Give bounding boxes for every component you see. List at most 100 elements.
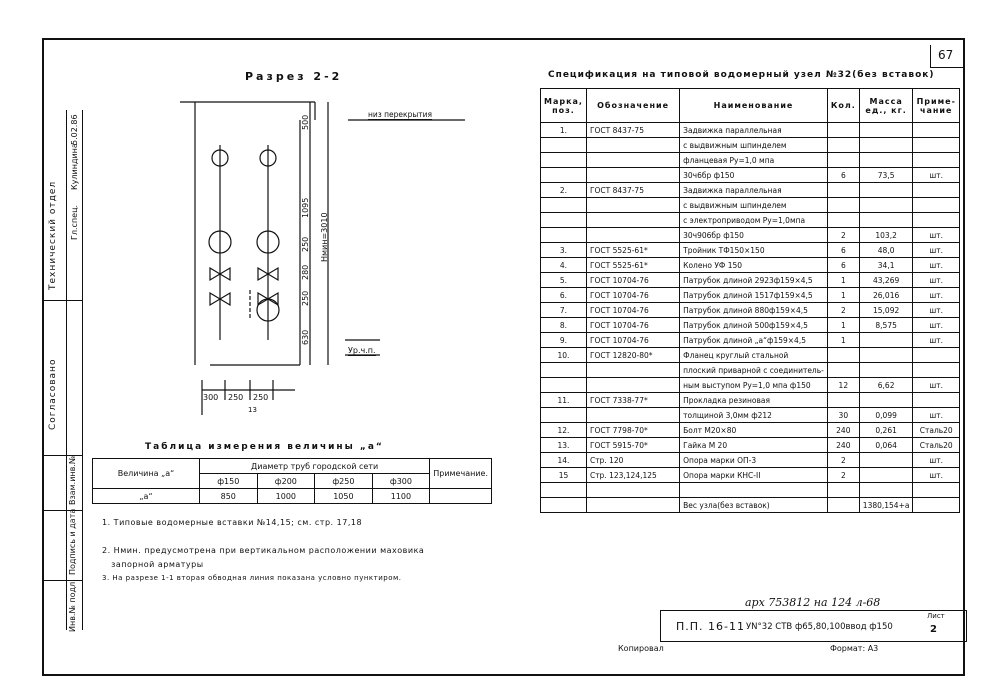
- spec-cell: 30: [826, 407, 860, 423]
- spec-cell: ным выступом Py=1,0 мпа ф150: [679, 377, 828, 393]
- spec-cell: [826, 497, 860, 513]
- spec-cell: [540, 152, 587, 168]
- spec-cell: 9.: [540, 332, 587, 348]
- measure-row-label: „а“: [92, 488, 200, 504]
- spec-cell: [826, 122, 860, 138]
- spec-cell: шт.: [912, 257, 960, 273]
- spec-cell: [585, 167, 681, 183]
- spec-cell: фланцевая Py=1,0 мпа: [679, 152, 828, 168]
- spec-cell: 8,575: [858, 317, 914, 333]
- spec-cell: Болт М20×80: [679, 422, 828, 438]
- spec-row: с выдвижным шпинделем: [540, 197, 960, 213]
- diam-cell: ф150: [199, 473, 258, 489]
- spec-cell: [912, 497, 960, 513]
- spec-cell: с выдвижным шпинделем: [679, 197, 828, 213]
- date-label: 5.02.86: [70, 114, 79, 145]
- note-2: 2. Hмин. предусмотрена при вертикальном …: [102, 546, 425, 555]
- spec-cell: [858, 362, 914, 378]
- spec-cell: ГОСТ 10704-76: [585, 287, 681, 303]
- spec-cell: шт.: [912, 407, 960, 423]
- spec-cell: 26,016: [858, 287, 914, 303]
- spec-cell: шт.: [912, 242, 960, 258]
- spec-cell: Тройник ТФ150×150: [679, 242, 828, 258]
- spec-header: Обозначение: [585, 88, 681, 123]
- dim-1095: 1095: [301, 197, 310, 218]
- spec-cell: [826, 482, 860, 498]
- spec-cell: 12.: [540, 422, 587, 438]
- spec-cell: 0,261: [858, 422, 914, 438]
- spec-cell: 6: [826, 242, 860, 258]
- value-cell: 850: [199, 488, 258, 504]
- spec-cell: 2: [826, 227, 860, 243]
- spec-cell: Патрубок длиной 880ф159×4,5: [679, 302, 828, 318]
- spec-cell: 1380,154+а: [858, 497, 914, 513]
- spec-cell: 6,62: [858, 377, 914, 393]
- spec-cell: 0,064: [858, 437, 914, 453]
- spec-header: Приме-чание: [912, 88, 960, 123]
- spec-cell: ГОСТ 10704-76: [585, 317, 681, 333]
- spec-cell: 5.: [540, 272, 587, 288]
- sidebar-divider: [42, 580, 82, 581]
- spec-cell: [585, 407, 681, 423]
- spec-cell: [540, 197, 587, 213]
- spec-cell: 4.: [540, 257, 587, 273]
- spec-cell: 6: [826, 257, 860, 273]
- spec-cell: [858, 347, 914, 363]
- spec-cell: [585, 362, 681, 378]
- ceiling-label: низ перекрытия: [368, 110, 433, 120]
- spec-cell: шт.: [912, 452, 960, 468]
- sidebar-divider: [42, 300, 82, 301]
- spec-cell: [858, 152, 914, 168]
- dim-500: 500: [301, 114, 310, 130]
- agreed-label: Согласовано: [48, 358, 58, 430]
- sheet-number: 67: [938, 48, 954, 62]
- spec-cell: Стр. 123,124,125: [585, 467, 681, 483]
- spec-cell: 48,0: [858, 242, 914, 258]
- spec-cell: Патрубок длиной 500ф159×4,5: [679, 317, 828, 333]
- spec-cell: шт.: [912, 317, 960, 333]
- value-cell: 1000: [256, 488, 316, 504]
- spec-cell: 73,5: [858, 167, 914, 183]
- spec-cell: [585, 212, 681, 228]
- spec-cell: [858, 197, 914, 213]
- spec-cell: 1: [826, 317, 860, 333]
- spec-cell: 15: [540, 467, 587, 483]
- spec-cell: Прокладка резиновая: [679, 392, 828, 408]
- chief-label: Гл.спец.: [70, 204, 79, 240]
- spec-cell: ГОСТ 8437-75: [585, 122, 681, 138]
- spec-cell: Фланец круглый стальной: [679, 347, 828, 363]
- drawing-frame: [42, 38, 965, 676]
- measure-title: Таблица измерения величины „а“: [145, 442, 384, 452]
- dim-250h2: 250: [253, 393, 269, 402]
- spec-row: плоский приварной с соединитель-: [540, 362, 960, 378]
- spec-cell: ГОСТ 5525-61*: [585, 257, 681, 273]
- spec-cell: Патрубок длиной 2923ф159×4,5: [679, 272, 828, 288]
- floor-label: Ур.ч.п.: [348, 346, 376, 356]
- tech-dept-label: Технический отдел: [48, 180, 58, 290]
- spec-cell: 0,099: [858, 407, 914, 423]
- spec-cell: 14.: [540, 452, 587, 468]
- spec-row: с электроприводом Py=1,0мпа: [540, 212, 960, 228]
- spec-cell: [540, 137, 587, 153]
- spec-cell: Патрубок длиной „а“ф159×4,5: [679, 332, 828, 348]
- copied-label: Копировал: [618, 644, 664, 653]
- spec-cell: 240: [826, 422, 860, 438]
- dim-300: 300: [203, 393, 219, 402]
- spec-cell: 2.: [540, 182, 587, 198]
- spec-cell: 1: [826, 287, 860, 303]
- spec-cell: с выдвижным шпинделем: [679, 137, 828, 153]
- spec-cell: [858, 452, 914, 468]
- spec-cell: [585, 137, 681, 153]
- sidebar-divider: [42, 455, 82, 456]
- section-title: Разрез 2-2: [245, 70, 343, 83]
- spec-cell: Патрубок длиной 1517ф159×4,5: [679, 287, 828, 303]
- section-drawing: [180, 101, 465, 415]
- sheet-value: 2: [930, 624, 937, 635]
- spec-cell: 240: [826, 437, 860, 453]
